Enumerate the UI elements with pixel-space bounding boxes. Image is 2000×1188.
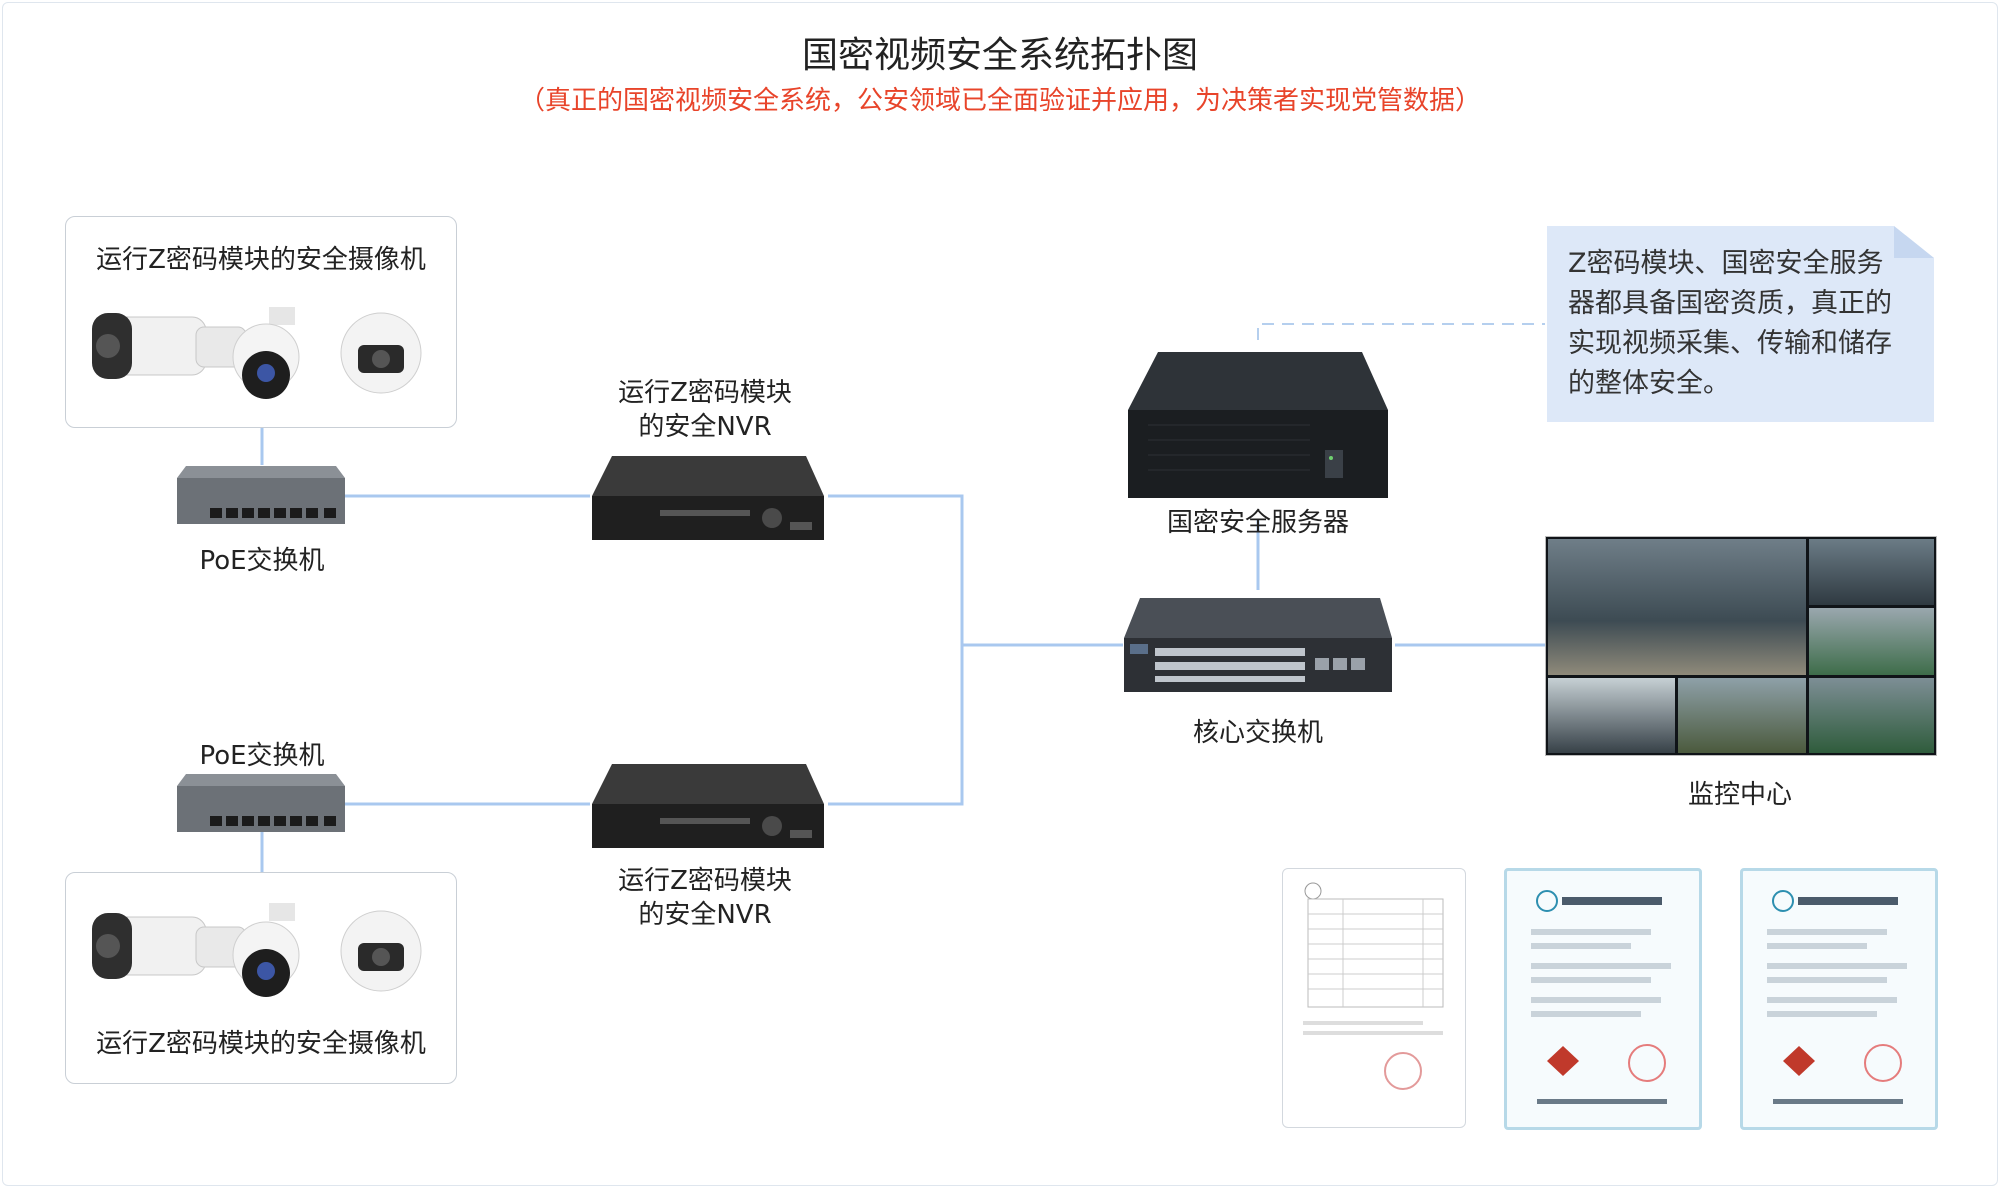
certificate-document-3 <box>1740 868 1938 1130</box>
poe-switch-top-label: PoE交换机 <box>199 546 325 576</box>
certificate-document-2 <box>1504 868 1702 1130</box>
certificate-document-1 <box>1282 868 1466 1128</box>
monitor-center-label: 监控中心 <box>1687 780 1792 810</box>
link-nvr-bus <box>828 494 964 806</box>
monitor-feed-3 <box>1809 608 1934 675</box>
ptz-camera-icon <box>232 307 300 399</box>
note-line-1: Z密码模块、国密安全服务 <box>1568 248 1884 279</box>
nvr-top-label-line2: 的安全NVR <box>638 412 772 442</box>
nvr-bottom-label: 运行Z密码模块 的安全NVR <box>560 864 850 932</box>
diagram-subtitle: （真正的国密视频安全系统，公安领域已全面验证并应用，为决策者实现党管数据） <box>518 86 1481 116</box>
bullet-camera-icon <box>92 913 247 979</box>
monitor-feed-4 <box>1548 678 1675 753</box>
ptz-camera-icon <box>232 903 300 997</box>
note-line-3: 实现视频采集、传输和储存 <box>1568 328 1892 359</box>
camera-group-bottom: 运行Z密码模块的安全摄像机 <box>65 872 457 1084</box>
link-server-note <box>1257 323 1545 340</box>
camera-group-top: 运行Z密码模块的安全摄像机 <box>65 216 457 428</box>
camera-group-bottom-label: 运行Z密码模块的安全摄像机 <box>96 1029 426 1059</box>
nvr-top-label: 运行Z密码模块 的安全NVR <box>560 376 850 444</box>
camera-group-top-label: 运行Z密码模块的安全摄像机 <box>96 245 426 275</box>
diagram-title: 国密视频安全系统拓扑图 <box>801 35 1198 76</box>
camera-icons-bottom <box>92 903 422 997</box>
nvr-bottom-label-line1: 运行Z密码模块 <box>618 866 792 896</box>
server-label: 国密安全服务器 <box>1166 508 1349 538</box>
nvr-bottom-label-line2: 的安全NVR <box>638 900 772 930</box>
note-line-4: 的整体安全。 <box>1568 368 1730 399</box>
nvr-top-label-line1: 运行Z密码模块 <box>618 378 792 408</box>
note-text: Z密码模块、国密安全服务 器都具备国密资质，真正的 实现视频采集、传输和储存 的… <box>1568 244 1928 404</box>
core-switch-label: 核心交换机 <box>1192 718 1323 748</box>
camera-icons-top <box>92 307 422 399</box>
monitor-feed-1 <box>1548 539 1806 675</box>
note-line-2: 器都具备国密资质，真正的 <box>1568 288 1892 319</box>
monitor-feed-6 <box>1809 678 1934 753</box>
monitor-feed-2 <box>1809 539 1934 605</box>
monitor-feed-5 <box>1678 678 1806 753</box>
dome-camera-icon <box>340 312 422 394</box>
dome-camera-icon <box>340 910 422 992</box>
bullet-camera-icon <box>92 313 247 379</box>
poe-switch-bottom-label: PoE交换机 <box>199 741 325 771</box>
monitor-wall <box>1545 536 1937 756</box>
